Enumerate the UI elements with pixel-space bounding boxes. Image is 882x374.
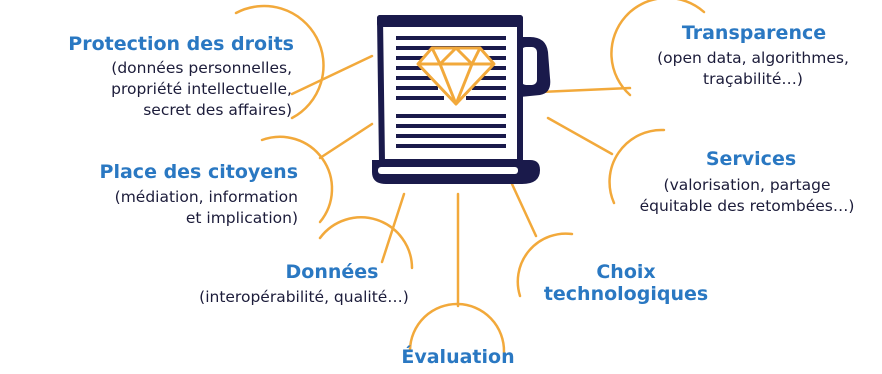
transparence-title: Transparence: [681, 22, 827, 44]
evaluation-arc: [408, 302, 506, 354]
protection-description: (données personnelles, propriété intelle…: [111, 59, 292, 119]
choix-title: Choix technologiques: [543, 261, 709, 305]
protection-arc: [234, 4, 325, 120]
services-arc: [608, 128, 666, 205]
citoyens-arc: [260, 135, 334, 224]
choix-connector: [510, 182, 538, 238]
services-description: (valorisation, partage équitable des ret…: [639, 176, 855, 215]
donnees-arc: [318, 216, 414, 270]
donnees-connector: [380, 192, 406, 264]
evaluation-title: Évaluation: [401, 346, 515, 368]
citoyens-connector: [318, 122, 374, 160]
donnees-title: Données: [285, 261, 379, 283]
protection-connector: [290, 54, 374, 96]
donnees-description: (interopérabilité, qualité…): [199, 288, 409, 306]
protection-title: Protection des droits: [68, 33, 294, 55]
citoyens-title: Place des citoyens: [99, 161, 298, 183]
services-title: Services: [705, 148, 797, 170]
services-connector: [546, 116, 614, 156]
transparence-arc: [610, 0, 706, 97]
transparence-description: (open data, algorithmes, traçabilité…): [657, 49, 849, 88]
choix-arc: [516, 232, 574, 298]
transparence-connector: [538, 86, 632, 94]
citoyens-description: (médiation, information et implication): [114, 188, 298, 227]
document-scroll-diamond-icon: [372, 15, 551, 184]
